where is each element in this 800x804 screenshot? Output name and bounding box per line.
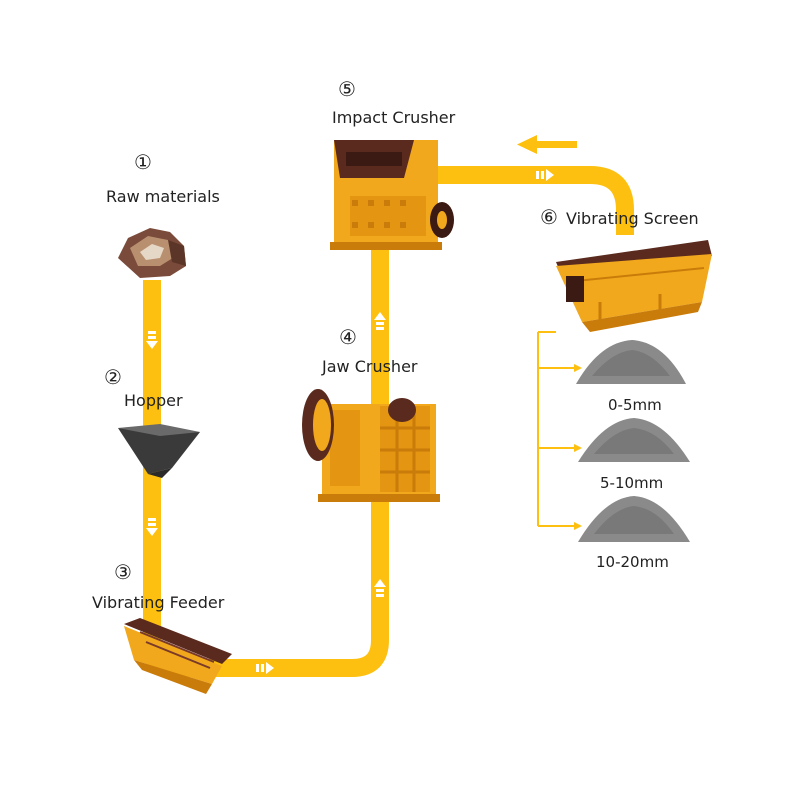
return-arrow-icon [517, 135, 577, 154]
step-3-number: ③ [114, 560, 132, 584]
step-1-number: ① [134, 150, 152, 174]
output-bracket [537, 331, 574, 527]
vibrating-screen-icon [556, 240, 712, 332]
impact-crusher-icon [330, 140, 454, 250]
vibrating-feeder-icon [124, 618, 232, 694]
output-arrow-heads [574, 364, 582, 530]
step-3-label: Vibrating Feeder [92, 593, 225, 612]
step-5-label: Impact Crusher [332, 108, 456, 127]
output-size-label: 0-5mm [608, 396, 662, 414]
step-6-label: Vibrating Screen [566, 209, 699, 228]
flow-arrow-up-1 [374, 579, 386, 597]
hopper-icon [118, 424, 200, 478]
gravel-pile-0-5mm-icon [576, 340, 686, 384]
flow-arrow-down-2 [146, 518, 158, 536]
step-2-label: Hopper [124, 391, 183, 410]
gravel-pile-5-10mm-icon [578, 418, 690, 462]
flow-arrow-down-1 [146, 331, 158, 349]
step-6-number: ⑥ [540, 205, 558, 229]
step-4-label: Jaw Crusher [322, 357, 418, 376]
step-2-number: ② [104, 365, 122, 389]
output-size-label: 5-10mm [600, 474, 664, 492]
step-1-label: Raw materials [106, 187, 220, 206]
flow-arrow-right-1 [256, 662, 274, 674]
raw-materials-rock-icon [118, 228, 186, 278]
gravel-pile-10-20mm-icon [578, 496, 690, 542]
output-size-label: 10-20mm [596, 553, 669, 571]
flow-arrow-up-2 [374, 312, 386, 330]
jaw-crusher-icon [302, 389, 440, 502]
step-5-number: ⑤ [338, 77, 356, 101]
flow-arrow-right-2 [536, 169, 554, 181]
step-4-number: ④ [339, 325, 357, 349]
